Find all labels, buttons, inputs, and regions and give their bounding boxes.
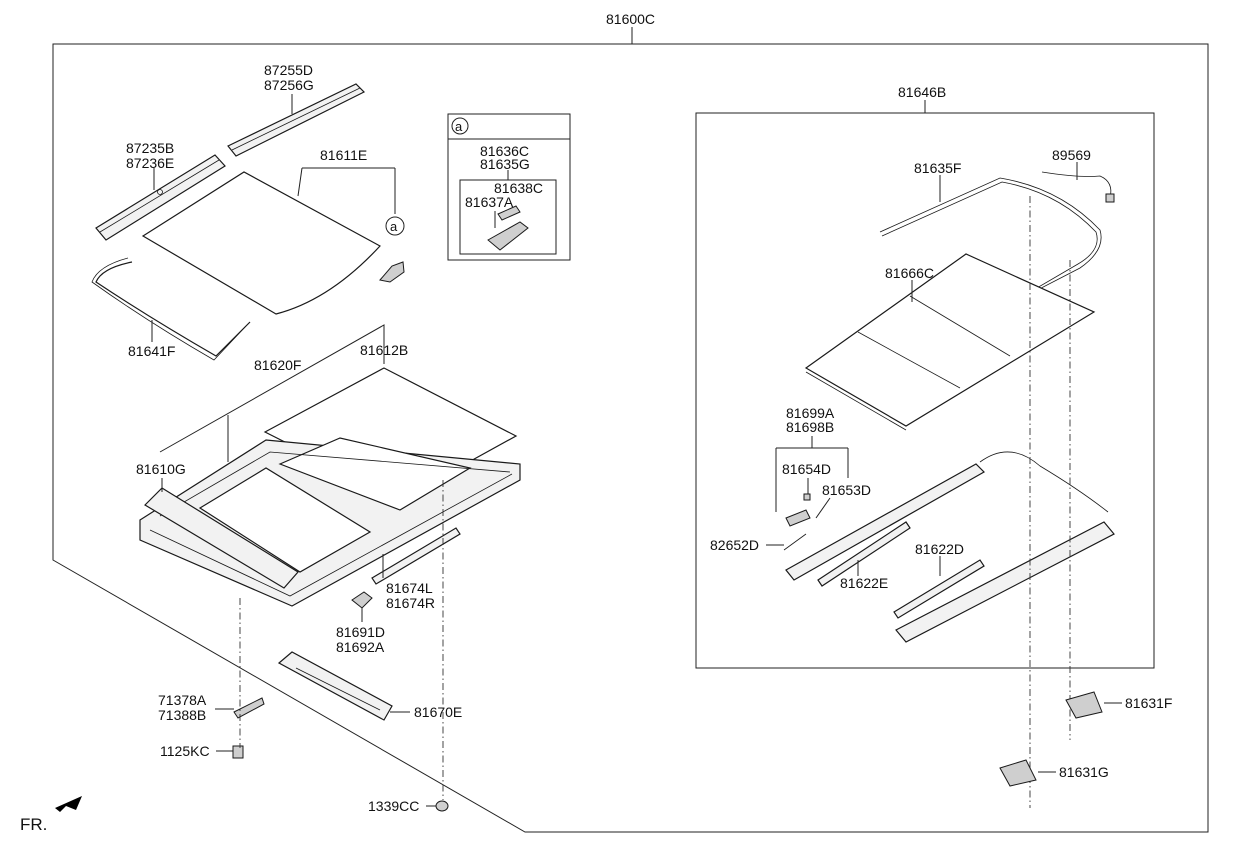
label-81636c: 81636C bbox=[480, 143, 529, 159]
label-1339cc: 1339CC bbox=[368, 798, 419, 814]
label-89569: 89569 bbox=[1052, 147, 1091, 163]
part-roller-blind bbox=[804, 253, 1096, 431]
label-81698b: 81698B bbox=[786, 419, 834, 435]
part-grommet-1339cc bbox=[435, 800, 449, 812]
part-rail-81622d bbox=[893, 559, 985, 619]
part-rail-81622e bbox=[817, 521, 911, 587]
part-clip-81691d bbox=[351, 591, 373, 609]
label-81600c: 81600C bbox=[606, 11, 655, 27]
part-motor-81631f bbox=[1065, 691, 1103, 719]
label-1125kc: 1125KC bbox=[160, 743, 210, 759]
part-front-moulding bbox=[95, 154, 226, 241]
label-87256g: 87256G bbox=[264, 77, 314, 93]
part-side-strip bbox=[371, 527, 461, 585]
label-71378a: 71378A bbox=[158, 692, 207, 708]
part-motor-81631g bbox=[999, 759, 1037, 787]
label-81692a: 81692A bbox=[336, 639, 385, 655]
part-guide-rail-right bbox=[895, 521, 1115, 643]
part-rear-moulding bbox=[227, 83, 366, 157]
label-81635g: 81635G bbox=[480, 156, 530, 172]
label-81620f: 81620F bbox=[254, 357, 301, 373]
part-guide-rail-left bbox=[785, 463, 985, 581]
label-87235b: 87235B bbox=[126, 140, 174, 156]
label-81666c: 81666C bbox=[885, 265, 934, 281]
label-81653d: 81653D bbox=[822, 482, 871, 498]
label-81646b: 81646B bbox=[898, 84, 946, 100]
label-81635f: 81635F bbox=[914, 160, 961, 176]
part-bracket-71378a bbox=[233, 697, 265, 719]
svg-text:a: a bbox=[390, 219, 398, 234]
part-rear-deflector bbox=[277, 651, 393, 721]
label-87236e: 87236E bbox=[126, 155, 174, 171]
callout-circle-a: a bbox=[385, 216, 405, 236]
part-wiring-harness bbox=[1041, 171, 1115, 203]
label-81654d: 81654D bbox=[782, 461, 831, 477]
label-81610g: 81610G bbox=[136, 461, 186, 477]
inset-box-a: a bbox=[447, 113, 571, 261]
label-81641f: 81641F bbox=[128, 343, 175, 359]
assembly-frame-81600c bbox=[52, 27, 1209, 833]
label-87255d: 87255D bbox=[264, 62, 313, 78]
subassembly-box-81646b bbox=[695, 100, 1155, 669]
part-glass-bracket bbox=[379, 261, 405, 283]
part-roof-frame bbox=[139, 437, 521, 607]
front-direction-arrow-icon bbox=[55, 796, 82, 812]
part-front-glass-panel bbox=[141, 171, 381, 315]
label-81674l: 81674L bbox=[386, 580, 433, 596]
label-81637a: 81637A bbox=[465, 194, 514, 210]
label-81631f: 81631F bbox=[1125, 695, 1172, 711]
part-weatherstrip bbox=[91, 257, 251, 361]
label-81611e: 81611E bbox=[320, 147, 367, 163]
label-81631g: 81631G bbox=[1059, 764, 1109, 780]
label-81691d: 81691D bbox=[336, 624, 385, 640]
label-81674r: 81674R bbox=[386, 595, 435, 611]
part-bolt-1125kc bbox=[232, 745, 244, 759]
part-front-panel bbox=[144, 487, 299, 589]
label-81622e: 81622E bbox=[840, 575, 888, 591]
label-81670e: 81670E bbox=[414, 704, 462, 720]
label-82652d: 82652D bbox=[710, 537, 759, 553]
part-82652d bbox=[783, 533, 807, 551]
label-81638c: 81638C bbox=[494, 180, 543, 196]
part-drive-cable bbox=[879, 177, 1102, 335]
label-81699a: 81699A bbox=[786, 405, 835, 421]
part-motor-bracket bbox=[785, 493, 811, 527]
label-81622d: 81622D bbox=[915, 541, 964, 557]
inset-a-label: a bbox=[455, 119, 463, 134]
label-71388b: 71388B bbox=[158, 707, 206, 723]
label-fr: FR. bbox=[20, 815, 47, 834]
